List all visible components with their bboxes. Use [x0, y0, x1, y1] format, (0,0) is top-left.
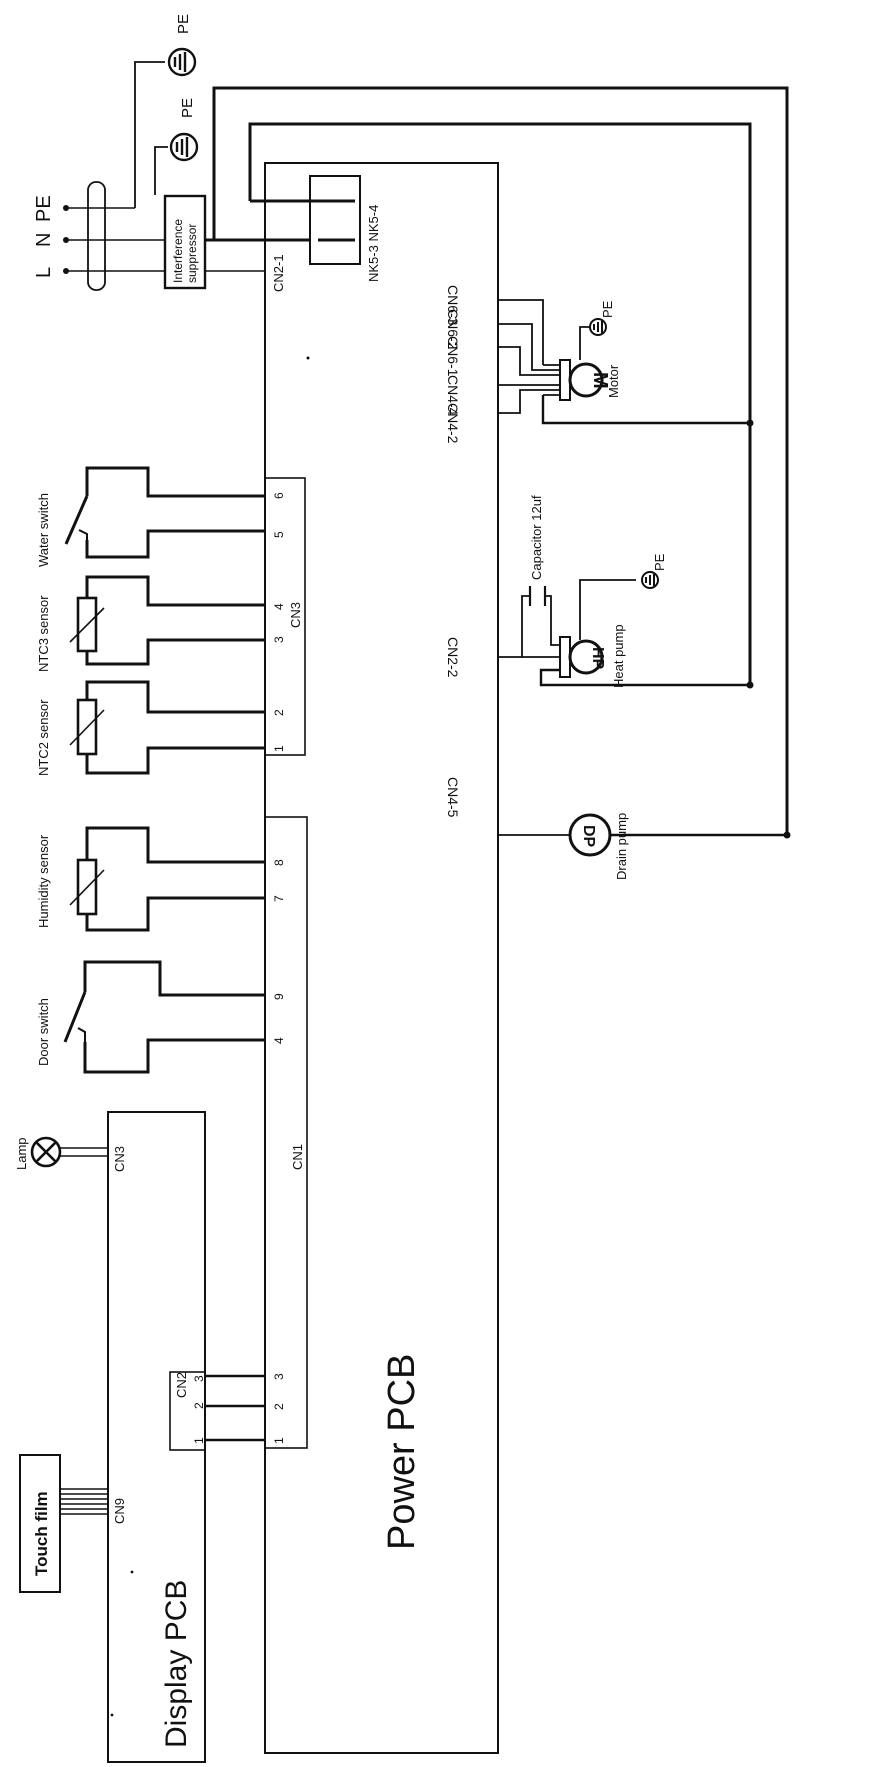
heat-pump-wires — [498, 579, 750, 687]
display-cn9-label: CN9 — [112, 1498, 127, 1524]
cn3-pin-6: 6 — [272, 492, 286, 499]
lamp-label: Lamp — [14, 1137, 29, 1170]
touch-film-box — [19, 1454, 61, 1593]
motor-symbol: M — [589, 372, 611, 389]
cn1-pin-4: 4 — [272, 1037, 286, 1044]
cn6-2-label: CN6-2 — [445, 309, 461, 350]
cn3-pin-3: 3 — [272, 636, 286, 643]
heat-pump-pe-label: PE — [652, 553, 667, 571]
display-cn3-label: CN3 — [112, 1146, 127, 1172]
pe-top-icon — [167, 47, 197, 77]
ntc2-sensor-icon — [69, 680, 265, 775]
cn4-2-label: CN4-2 — [445, 403, 461, 444]
heat-pump-symbol: HP — [589, 647, 606, 670]
display-to-power-wires — [205, 1374, 265, 1442]
motor-wires — [498, 299, 750, 425]
motor-icon — [568, 362, 604, 398]
motor-label: Motor — [606, 364, 621, 398]
nk5-relay-block — [309, 175, 361, 265]
humidity-sensor-icon — [69, 826, 265, 932]
power-pcb-title: Power PCB — [381, 1354, 423, 1550]
ntc3-sensor-icon — [69, 575, 265, 666]
motor-pe-icon — [589, 318, 607, 336]
touch-film-label: Touch film — [32, 1491, 51, 1576]
mains-terminals — [63, 181, 165, 291]
water-switch-label: Water switch — [36, 493, 51, 567]
cn2-2-label: CN2-2 — [445, 637, 461, 678]
interference-suppressor — [163, 194, 207, 290]
door-switch-icon — [63, 960, 265, 1074]
drain-pump-label: Drain pump — [614, 813, 629, 880]
suppressor-line1: Interference — [171, 219, 185, 283]
display-board-mark-2 — [110, 1713, 114, 1717]
cn3-pin-1: 1 — [272, 745, 286, 752]
cn1-pin-8: 8 — [272, 859, 286, 866]
cn3-label: CN3 — [288, 602, 303, 628]
board-mark — [306, 356, 310, 360]
cn1-connector — [264, 816, 308, 1449]
touch-film-cable — [60, 1488, 108, 1515]
pe-2-label: PE — [179, 98, 196, 118]
cn6-1-label: CN6-1 — [445, 336, 461, 377]
cn1-pin-3: 3 — [272, 1373, 286, 1380]
capacitor-icon — [528, 586, 547, 606]
water-switch-icon — [64, 466, 265, 559]
lamp-icon — [30, 1136, 62, 1168]
junction-drain-pump — [783, 831, 791, 839]
display-cn2-pin-2: 2 — [192, 1402, 206, 1409]
mains-N-label: N — [33, 233, 55, 247]
inner-loop-wire — [248, 122, 752, 685]
heat-pump-pe-icon — [641, 571, 659, 589]
pe-wire-top — [134, 61, 165, 208]
heat-pump-label: Heat pump — [611, 624, 626, 688]
drain-pump-symbol: DP — [580, 825, 597, 848]
heat-pump-icon — [568, 639, 604, 675]
cn3-connector — [264, 477, 306, 756]
cn1-pin-2: 2 — [272, 1403, 286, 1410]
mains-L-label: L — [33, 267, 55, 278]
display-cn2-pin-1: 1 — [192, 1437, 206, 1444]
cn1-label: CN1 — [290, 1144, 305, 1170]
cn3-pin-4: 4 — [272, 603, 286, 610]
pe-2-icon — [169, 132, 199, 162]
junction-motor — [746, 419, 754, 427]
nk5-label: NK5-3 NK5-4 — [366, 205, 381, 282]
cn4-5-label: CN4-5 — [445, 777, 461, 818]
capacitor-label: Capacitor 12uf — [529, 495, 544, 580]
display-pcb-title: Display PCB — [160, 1580, 193, 1748]
cn3-pin-2: 2 — [272, 709, 286, 716]
cn6-3-label: CN6-3 — [445, 285, 461, 326]
cn3-pin-5: 5 — [272, 531, 286, 538]
cn1-pin-7: 7 — [272, 895, 286, 902]
mains-PE-label: PE — [33, 195, 55, 222]
display-cn2-box — [169, 1371, 206, 1451]
suppressor-line2: suppressor — [185, 224, 199, 283]
display-cn2-label: CN2 — [174, 1372, 189, 1398]
cn1-pin-9: 9 — [272, 993, 286, 1000]
humidity-sensor-label: Humidity sensor — [36, 834, 51, 928]
pe-wire-2 — [154, 146, 168, 195]
display-board-mark — [130, 1570, 134, 1574]
outer-loop-wire — [212, 86, 789, 835]
motor-pe-label: PE — [600, 300, 615, 318]
cn4-4-label: CN4-4 — [445, 375, 461, 416]
door-switch-label: Door switch — [36, 998, 51, 1066]
cn2-1-label: CN2-1 — [271, 254, 286, 292]
cn1-pin-1: 1 — [272, 1437, 286, 1444]
junction-heat-pump — [746, 681, 754, 689]
pe-top-label: PE — [175, 14, 192, 34]
display-cn2-pin-3: 3 — [192, 1375, 206, 1382]
ntc2-sensor-label: NTC2 sensor — [36, 699, 51, 776]
ntc3-sensor-label: NTC3 sensor — [36, 595, 51, 672]
